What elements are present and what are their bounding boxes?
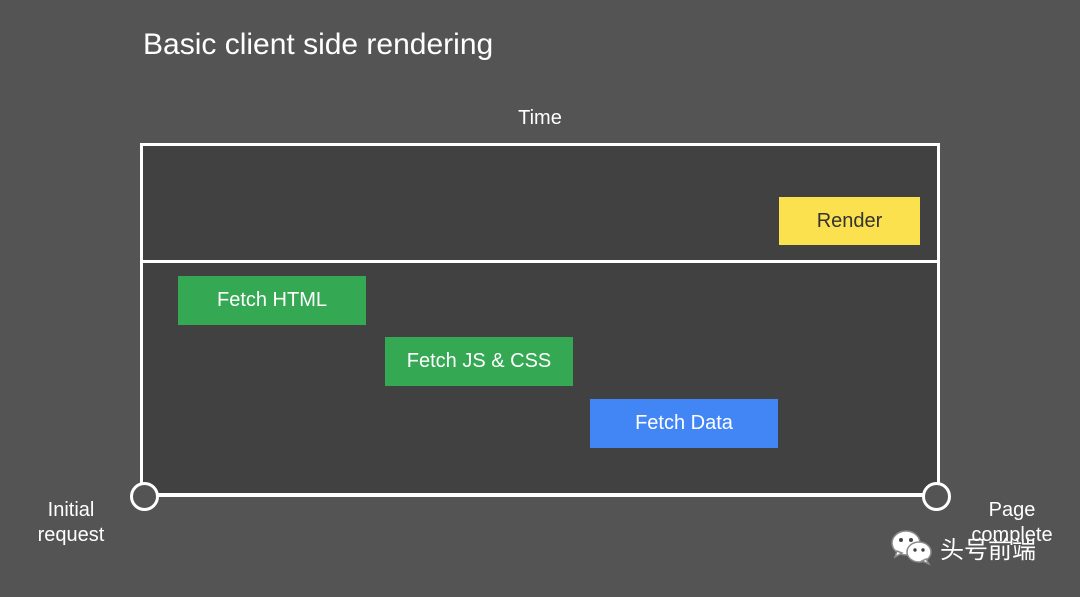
- timeline-baseline: [143, 493, 937, 497]
- fetch-html-bar: Fetch HTML: [178, 276, 366, 325]
- fetch-data-bar: Fetch Data: [590, 399, 778, 448]
- page-complete-label-line2: complete: [971, 524, 1053, 546]
- page-complete-label-line1: Page: [988, 499, 1036, 521]
- watermark-text: 头号前端: [940, 535, 1036, 564]
- initial-request-label: Initial request: [30, 498, 112, 548]
- page-title: Basic client side rendering: [143, 28, 494, 61]
- initial-request-label-line2: request: [37, 524, 105, 546]
- end-node: [922, 482, 951, 511]
- page-complete-label: Page complete: [960, 498, 1064, 548]
- time-axis-label: Time: [518, 107, 562, 129]
- wechat-icon: [891, 530, 932, 566]
- watermark: 头号前端: [890, 528, 1036, 566]
- start-node: [130, 482, 159, 511]
- render-bar: Render: [779, 197, 920, 245]
- fetch-js-css-bar: Fetch JS & CSS: [385, 337, 573, 386]
- initial-request-label-line1: Initial: [47, 499, 95, 521]
